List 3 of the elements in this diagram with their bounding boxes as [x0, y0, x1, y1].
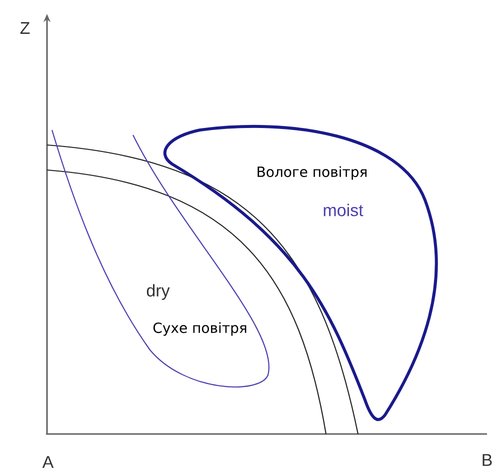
- axis-label: A: [42, 456, 54, 468]
- axis-label: Z: [20, 22, 30, 34]
- axis-label: B: [482, 454, 492, 466]
